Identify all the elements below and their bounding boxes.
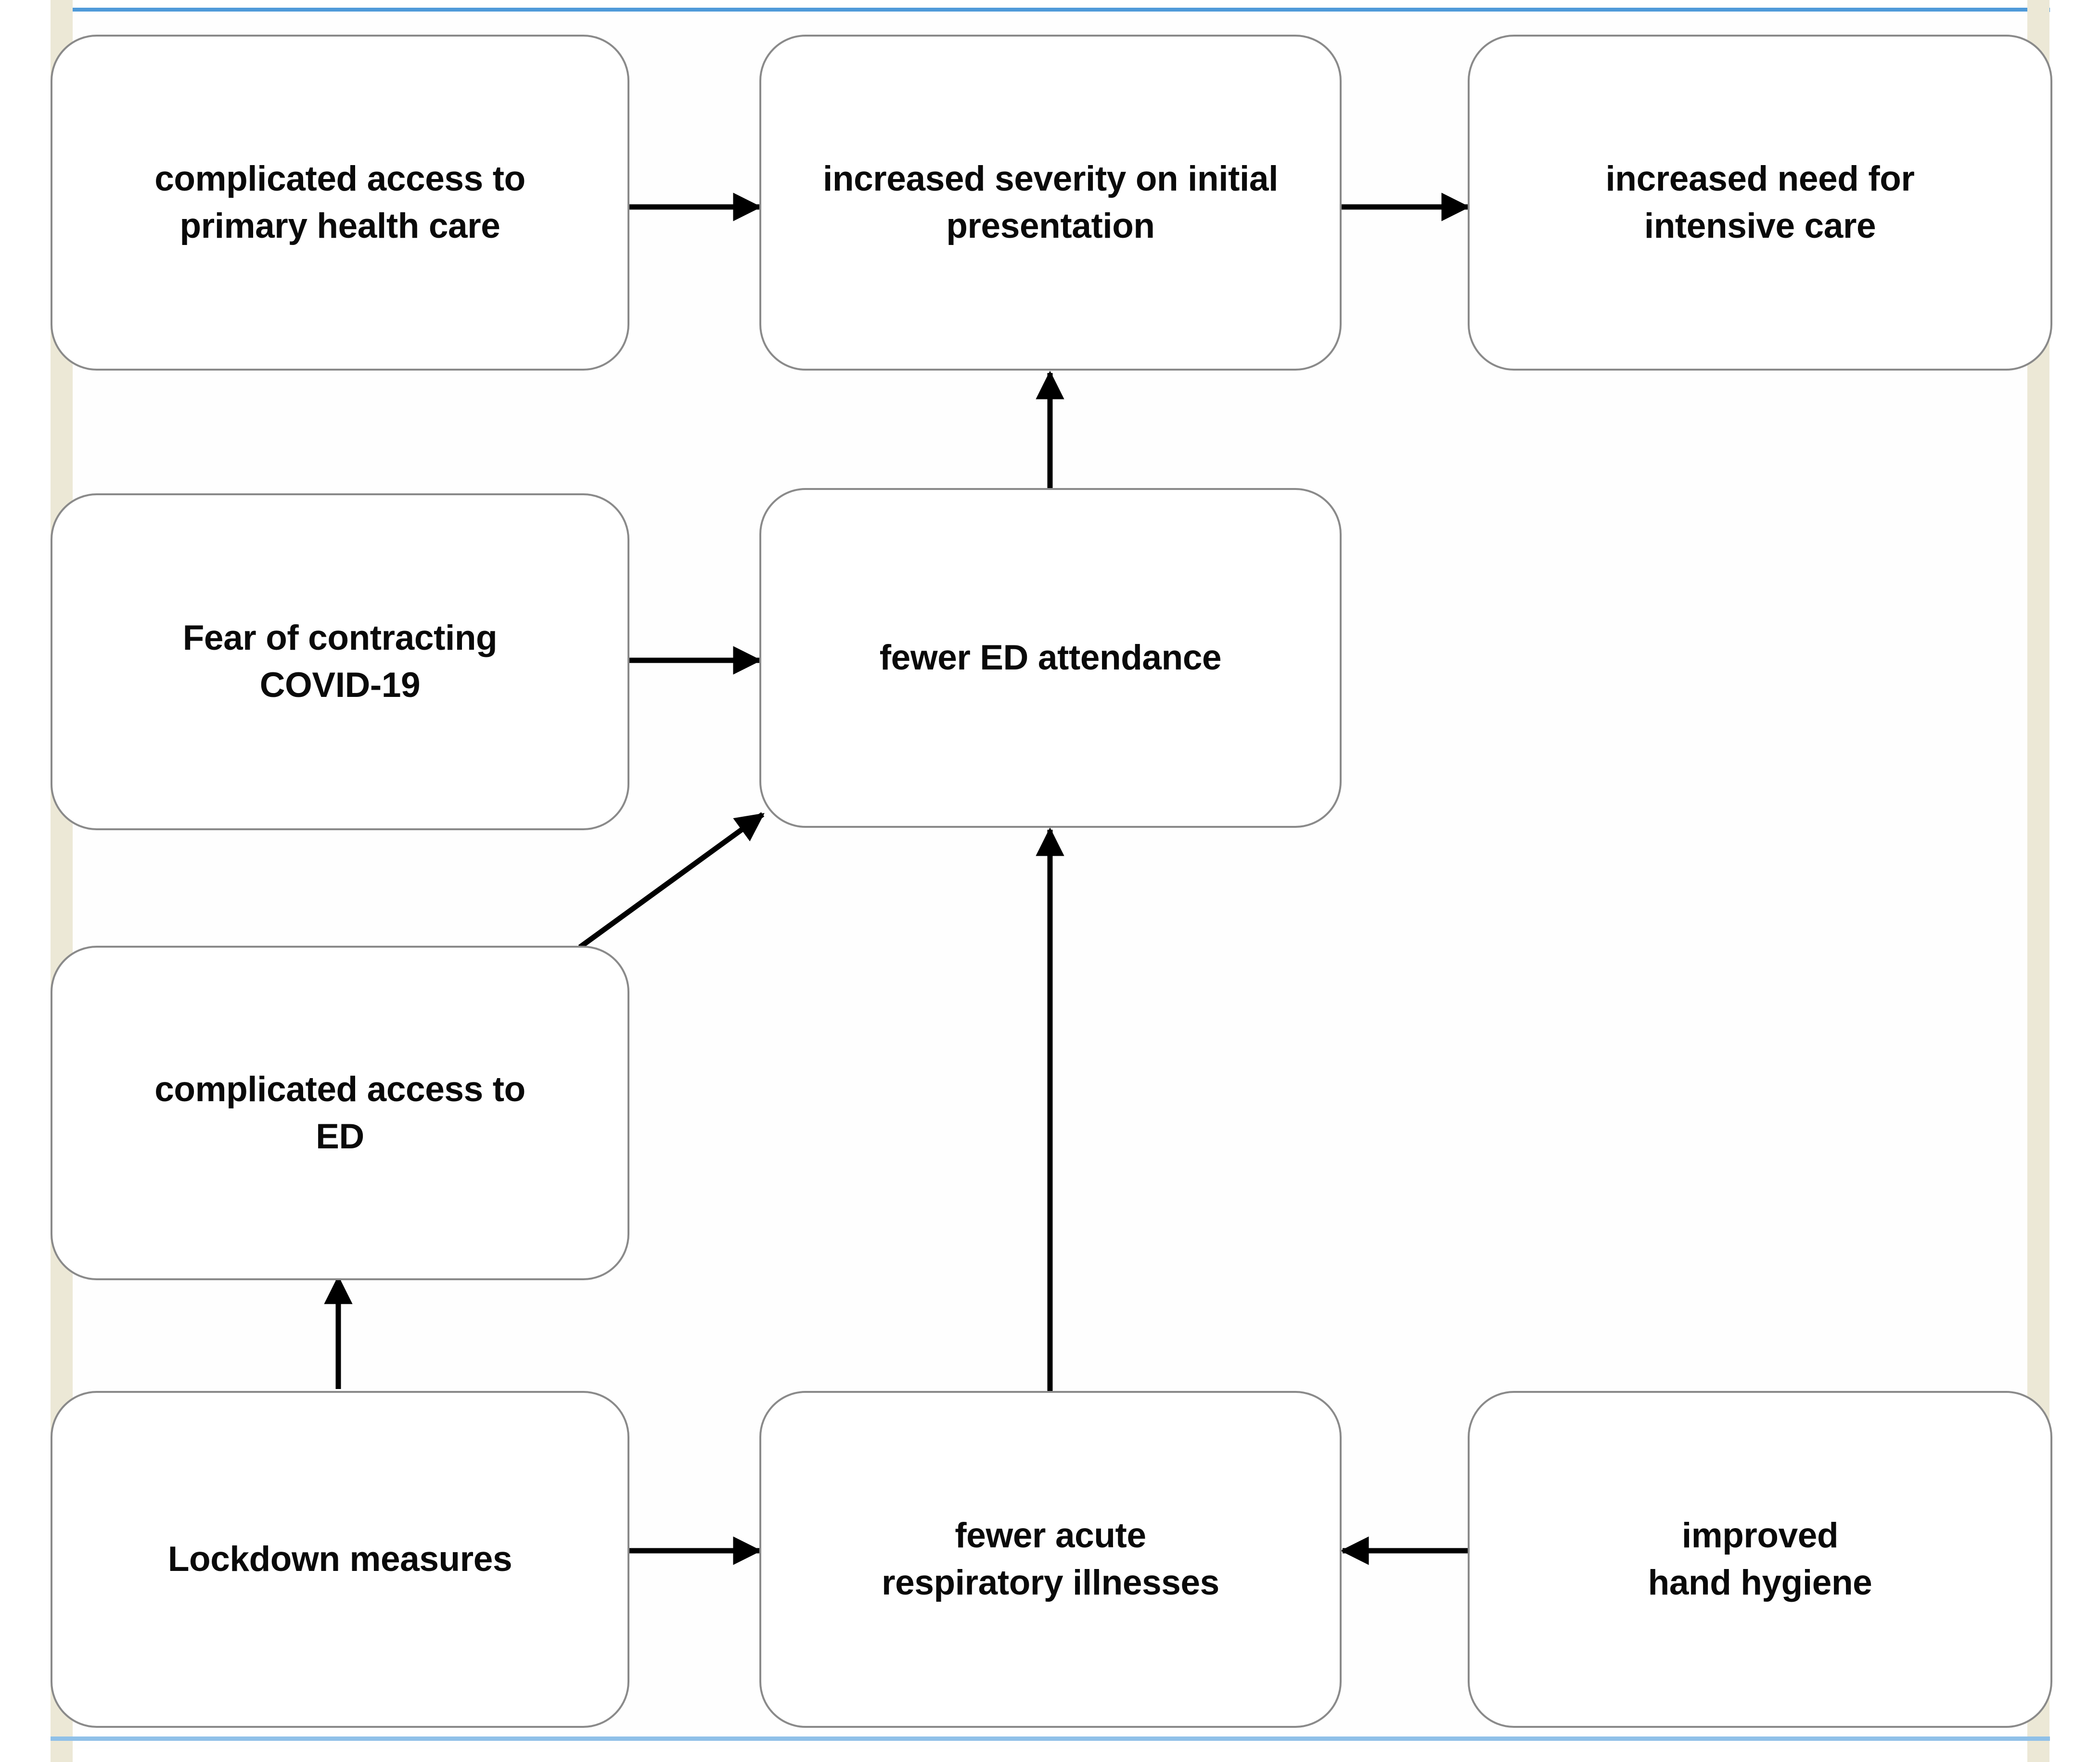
node-label-intensive-care-need: increased need for intensive care	[1605, 159, 1915, 245]
frame-bottom-rule	[51, 1736, 2050, 1741]
node-ed-access[interactable]: complicated access to ED	[51, 946, 629, 1280]
node-hand-hygiene[interactable]: improved hand hygiene	[1468, 1391, 2052, 1728]
node-label-primary-care-access: complicated access to primary health car…	[154, 159, 525, 245]
node-primary-care-access[interactable]: complicated access to primary health car…	[51, 35, 629, 371]
node-label-fewer-ari: fewer acute respiratory illnesses	[882, 1516, 1219, 1602]
node-lockdown-measures[interactable]: Lockdown measures	[51, 1391, 629, 1728]
node-increased-severity[interactable]: increased severity on initial presentati…	[759, 35, 1342, 371]
node-label-ed-access: complicated access to ED	[154, 1069, 525, 1156]
node-fear-covid[interactable]: Fear of contracting COVID-19	[51, 493, 629, 830]
node-label-fewer-ed-attendance: fewer ED attendance	[879, 638, 1222, 678]
frame-top-rule	[51, 8, 2050, 12]
node-fewer-ed-attendance[interactable]: fewer ED attendance	[759, 488, 1342, 828]
node-label-lockdown-measures: Lockdown measures	[167, 1540, 512, 1579]
node-label-hand-hygiene: improved hand hygiene	[1648, 1516, 1872, 1602]
node-label-increased-severity: increased severity on initial presentati…	[823, 159, 1278, 245]
node-fewer-ari[interactable]: fewer acute respiratory illnesses	[759, 1391, 1342, 1728]
node-label-fear-covid: Fear of contracting COVID-19	[182, 618, 498, 705]
node-intensive-care-need[interactable]: increased need for intensive care	[1468, 35, 2052, 371]
